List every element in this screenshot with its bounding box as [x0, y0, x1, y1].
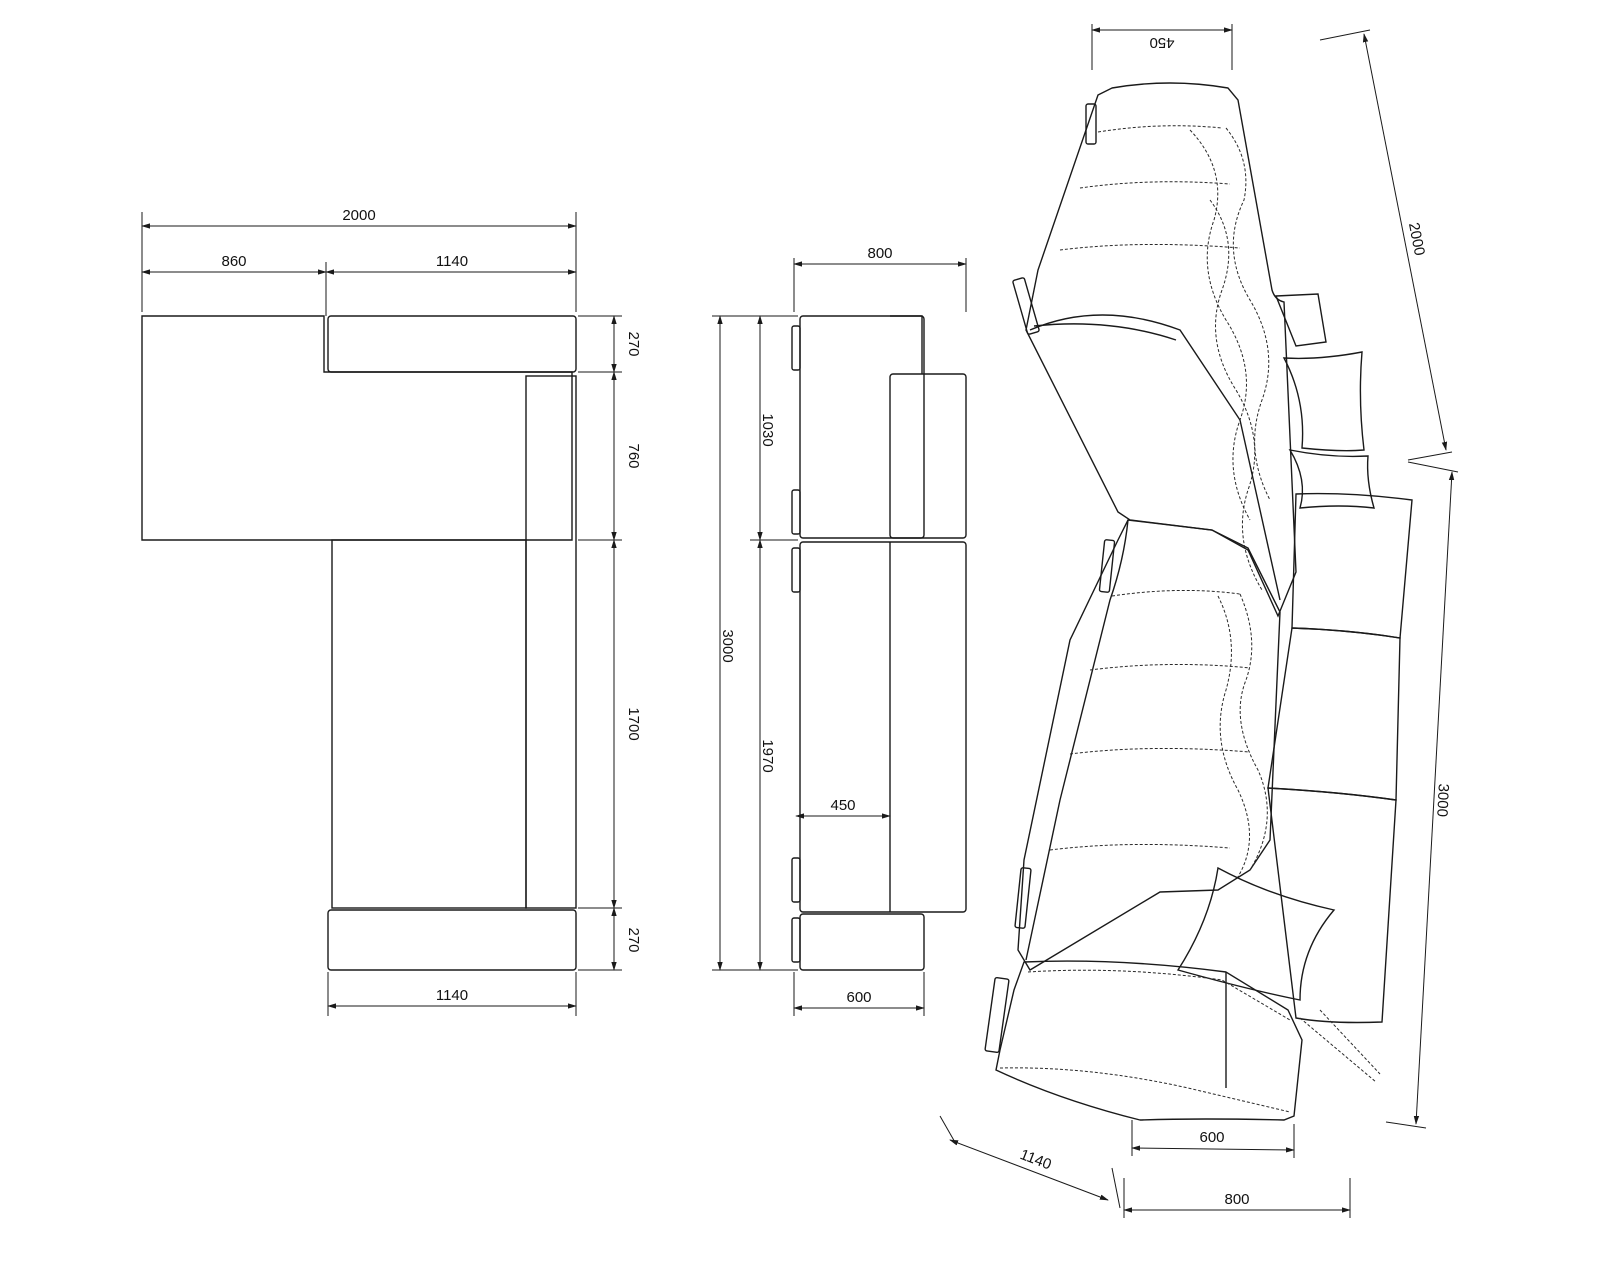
persp-upper-seat-edge: [1029, 314, 1281, 601]
persp-leg: [1098, 539, 1116, 593]
side-leg: [791, 489, 801, 535]
persp-pillow-upper: [1282, 351, 1365, 452]
label-side-base-width: 600: [846, 989, 871, 1006]
label-plan-height-main: 1700: [625, 707, 642, 740]
label-persp-length-long: 2000: [1405, 221, 1428, 257]
dim-persp-base-width: [1131, 1145, 1295, 1153]
side-lower-arm: [799, 913, 925, 971]
label-persp-arm-width: 1140: [1018, 1146, 1054, 1173]
plan-left-block: [141, 315, 573, 541]
label-side-width-total: 800: [867, 245, 892, 262]
side-leg: [791, 325, 801, 371]
label-plan-width-right: 1140: [436, 253, 468, 270]
dim-persp-length-short: [1413, 471, 1455, 1125]
dim-persp-arm-width: [949, 1139, 1109, 1201]
persp-seat-cushion-3: [1267, 787, 1397, 1024]
perspective-view: 450 2000 3000 1140 600 800: [939, 24, 1459, 1218]
label-persp-length-short: 3000: [1433, 783, 1452, 817]
persp-leg: [984, 976, 1010, 1054]
persp-cushion-upper: [1274, 293, 1327, 347]
side-leg: [791, 917, 801, 963]
label-side-height-upper: 1030: [759, 413, 776, 446]
side-view: 800 3000 1030 1970 450 600: [712, 245, 967, 1016]
label-plan-height-top: 270: [625, 331, 642, 356]
label-side-height-lower: 1970: [759, 739, 776, 772]
persp-seat-cushion-2: [1267, 627, 1401, 801]
side-upper-arm: [890, 315, 923, 374]
label-plan-width-bottom: 1140: [436, 987, 468, 1004]
label-side-height-total: 3000: [719, 629, 736, 662]
persp-seat-cushion-1: [1291, 492, 1413, 639]
side-upper-seat: [889, 373, 967, 539]
side-lower-back: [799, 541, 967, 913]
persp-lower-back: [1017, 519, 1281, 971]
plan-back-strip: [525, 375, 577, 909]
label-plan-width-total: 2000: [342, 207, 375, 224]
label-plan-height-bottom: 270: [625, 927, 642, 952]
plan-view: 2000 860 1140 270 760 1700 270 1140: [141, 207, 642, 1016]
persp-leg: [1085, 103, 1097, 145]
side-leg: [791, 857, 801, 903]
label-persp-back-depth: 450: [1149, 34, 1174, 51]
persp-leg: [1014, 867, 1032, 929]
label-plan-height-mid: 760: [625, 443, 642, 468]
label-persp-base-width: 600: [1199, 1129, 1224, 1146]
persp-pillow-upper-2: [1288, 449, 1375, 509]
plan-seat: [331, 539, 527, 909]
side-leg: [791, 547, 801, 593]
side-upper-back: [799, 315, 925, 539]
plan-top-back: [327, 315, 577, 373]
label-persp-total-depth: 800: [1224, 1191, 1249, 1208]
label-plan-width-left: 860: [221, 253, 246, 270]
persp-leg: [1012, 277, 1040, 335]
label-side-seat-depth: 450: [830, 797, 855, 814]
persp-pillow-lower: [1176, 866, 1336, 1001]
persp-upper-back: [1025, 82, 1297, 618]
persp-chaise: [995, 960, 1303, 1121]
plan-bottom-arm: [327, 909, 577, 971]
dim-persp-length-long: [1362, 33, 1448, 451]
